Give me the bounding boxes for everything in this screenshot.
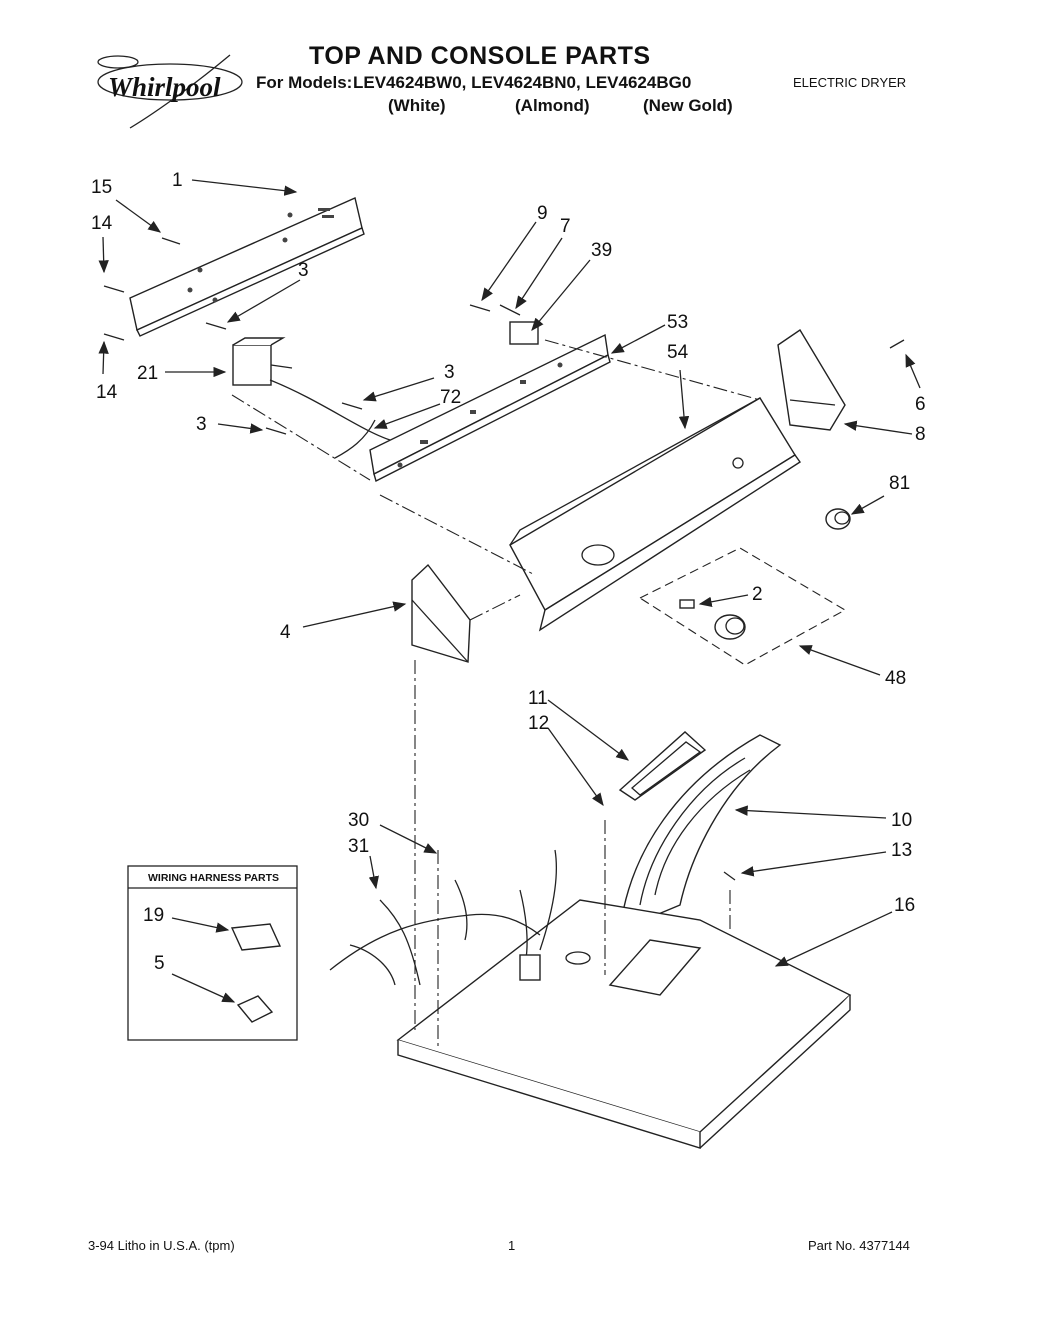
callout-30: 30 [348,810,370,831]
callout-9: 9 [537,203,548,224]
leader-arrows [98,179,921,1003]
wiring-harness-title: WIRING HARNESS PARTS [148,872,280,884]
callout-72: 72 [440,387,462,408]
callout-19: 19 [143,905,165,926]
callout-48: 48 [885,668,907,689]
part-39-bracket [499,304,539,345]
callout-12: 12 [528,713,550,734]
wiring-harness-box [127,865,298,1041]
callout-2: 2 [752,584,763,605]
callout-3-b: 3 [444,362,455,383]
callout-15: 15 [91,177,113,198]
part-11-lint-screen [618,731,707,801]
part-10-lint-housing [619,734,782,932]
callout-3-c: 3 [196,414,207,435]
callout-14-bottom: 14 [96,382,118,403]
part-1-rear-panel [129,197,365,337]
part-54-console-cover [509,397,801,632]
callout-7: 7 [560,216,571,237]
part-81-knob [825,508,851,530]
callout-8: 8 [915,424,926,445]
product-type: ELECTRIC DRYER [793,75,907,90]
callout-4: 4 [280,622,291,643]
part-4-end-cap [411,563,471,663]
callout-10: 10 [891,810,913,831]
color-white: (White) [388,96,446,115]
whirlpool-logo-swoosh [97,54,243,129]
callout-39: 39 [591,240,613,261]
callout-3-a: 3 [298,260,309,281]
color-almond: (Almond) [515,96,590,115]
footer-part-number: Part No. 4377144 [808,1238,910,1253]
footer-litho: 3-94 Litho in U.S.A. (tpm) [88,1238,235,1253]
screws [103,237,905,881]
part-21-switch [232,337,293,386]
callout-21: 21 [137,363,159,384]
part-72-wire [269,379,391,459]
footer-page-number: 1 [508,1238,516,1253]
part-31-wiring-harness [329,849,557,986]
callout-5: 5 [154,953,165,974]
part-53-console-rail [369,333,611,483]
page-title: TOP AND CONSOLE PARTS [309,42,651,70]
callout-31: 31 [348,836,370,857]
brand-logo-text: Whirlpool [108,72,221,102]
callout-53: 53 [667,312,689,333]
callout-16: 16 [894,895,916,916]
callout-54: 54 [667,342,689,363]
part-16-top [396,899,852,1149]
callout-13: 13 [891,840,913,861]
callout-11: 11 [528,688,548,709]
callout-14-top: 14 [91,213,113,234]
color-new-gold: (New Gold) [643,96,733,115]
for-models-label: For Models: [256,73,353,92]
part-48-knob-assembly [638,547,847,666]
model-numbers: LEV4624BW0, LEV4624BN0, LEV4624BG0 [353,73,692,92]
callout-6: 6 [915,394,926,415]
part-8-end-cap [777,329,846,431]
guide-lines [231,339,761,1050]
callout-81: 81 [889,473,911,494]
callout-1: 1 [172,170,183,191]
